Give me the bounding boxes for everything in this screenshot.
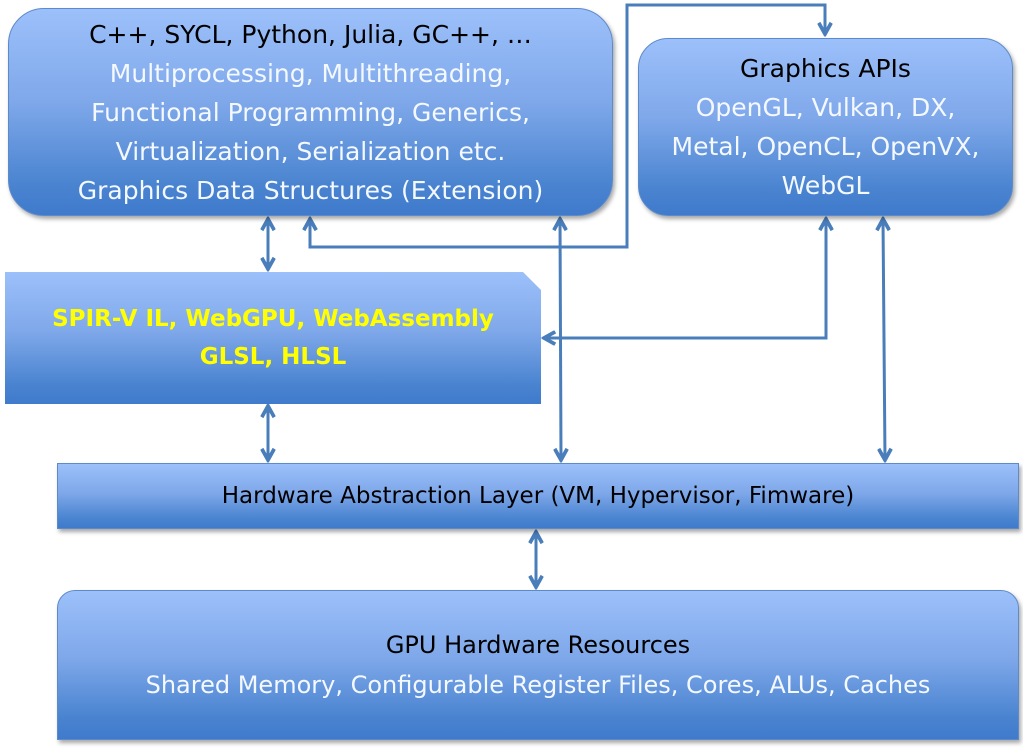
- languages-line: Functional Programming, Generics,: [91, 97, 530, 127]
- graphics-apis-node: Graphics APIs OpenGL, Vulkan, DX, Metal,…: [638, 38, 1013, 216]
- languages-line: Virtualization, Serialization etc.: [115, 136, 506, 166]
- gpu-node: GPU Hardware Resources Shared Memory, Co…: [57, 590, 1019, 740]
- languages-node: C++, SYCL, Python, Julia, GC++, … Multip…: [8, 8, 613, 216]
- gpu-heading: GPU Hardware Resources: [385, 631, 691, 659]
- hal-node: Hardware Abstraction Layer (VM, Hypervis…: [57, 463, 1019, 529]
- intermediate-line: GLSL, HLSL: [199, 344, 347, 370]
- graphics-apis-line: Metal, OpenCL, OpenVX,: [671, 132, 980, 161]
- gpu-line: Shared Memory, Configurable Register Fil…: [145, 671, 931, 699]
- edge-graphics-apis-hal: [883, 219, 885, 460]
- hal-heading: Hardware Abstraction Layer (VM, Hypervis…: [221, 483, 855, 509]
- graphics-apis-heading: Graphics APIs: [740, 54, 911, 83]
- edge-graphics-apis-intermediate: [544, 219, 826, 338]
- intermediate-line: SPIR-V IL, WebGPU, WebAssembly: [52, 306, 494, 332]
- languages-heading: C++, SYCL, Python, Julia, GC++, …: [89, 19, 532, 49]
- languages-line: Multiprocessing, Multithreading,: [109, 58, 512, 88]
- languages-line: Graphics Data Structures (Extension): [77, 175, 544, 205]
- graphics-apis-line: WebGL: [781, 171, 870, 200]
- intermediate-node: SPIR-V IL, WebGPU, WebAssembly GLSL, HLS…: [5, 272, 541, 404]
- edge-languages-hal: [560, 219, 561, 460]
- graphics-apis-line: OpenGL, Vulkan, DX,: [695, 93, 956, 122]
